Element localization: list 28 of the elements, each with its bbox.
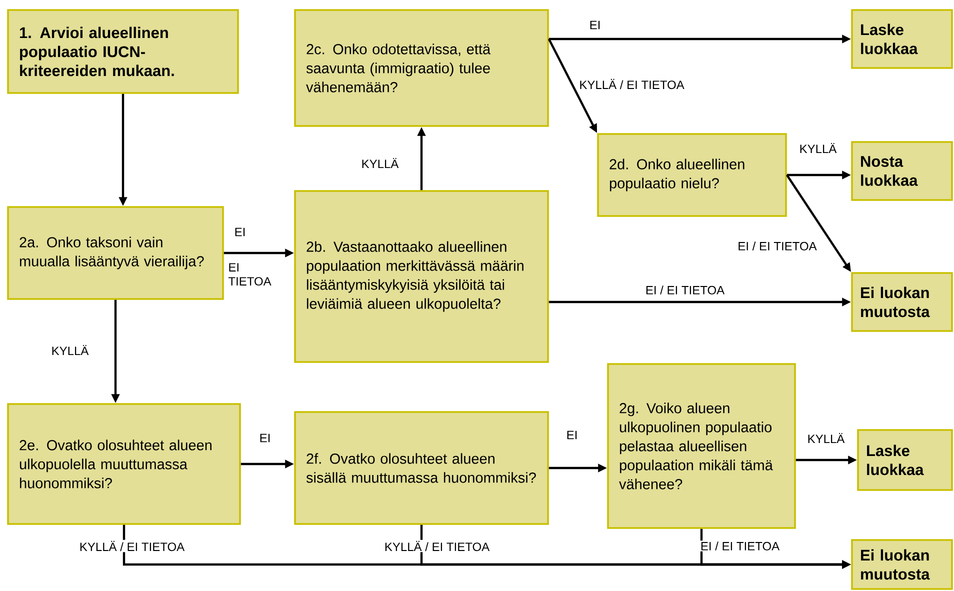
edge-label: EI	[567, 430, 577, 440]
edge-label: EI / EI TIETOA	[699, 540, 781, 552]
edge-label: EI / EI TIETOA	[738, 242, 817, 250]
start-box: 1. Arvioi alueellinen populaatio IUCN-kriteereiden mukaan.	[7, 9, 239, 94]
edge-label: EI	[235, 228, 245, 236]
edge-label: KYLLÄ	[800, 142, 837, 154]
question-box: 2g. Voiko alueen ulkopuolinen populaatio pelastaa alueellisen populaation mikäli tämä vähenee?	[607, 363, 796, 529]
branch-label: EI TIETOA	[228, 263, 272, 286]
question-box: 2d. Onko alueellinen populaatio nielu?	[597, 133, 787, 217]
edge-label: KYLLÄ / EI TIETOA	[580, 78, 684, 90]
edge-label: KYLLÄ	[52, 344, 89, 356]
edge-label: EI	[260, 434, 270, 442]
question-box: 2e. Ovatko olosuhteet alueen ulkopuolella muuttumassa huonommiksi?	[7, 403, 241, 525]
question-box: 2f. Ovatko olosuhteet alueen sisällä muuttumassa huonommiksi?	[294, 411, 549, 525]
edge-label: KYLLÄ / EI TIETOA	[78, 540, 186, 552]
outcome-box: Nosta luokkaa	[851, 141, 953, 201]
outcome-box: Ei luokan muutosta	[851, 272, 953, 332]
question-box: 2b. Vastaanottaako alueellinen populaation merkittävässä määrin lisääntymiskykyisiä yksilöitä tai leviäimiä alueen ulkopuolelta?	[294, 190, 549, 363]
outcome-box: Laske luokkaa	[851, 9, 953, 69]
edge-label: EI / EI TIETOA	[646, 286, 725, 294]
question-box: 2c. Onko odotettavissa, että saavunta (immigraatio) tulee vähenemään?	[294, 9, 549, 127]
edge-label: EI	[590, 20, 600, 30]
edge-label: KYLLÄ	[362, 158, 399, 168]
outcome-box: Laske luokkaa	[857, 429, 953, 491]
edge-label: KYLLÄ / EI TIETOA	[383, 540, 491, 552]
edge-label: KYLLÄ	[808, 432, 845, 444]
question-box: 2a. Onko taksoni vain muualla lisääntyvä vierailija?	[7, 206, 224, 300]
outcome-box: Ei luokan muutosta	[851, 539, 953, 590]
